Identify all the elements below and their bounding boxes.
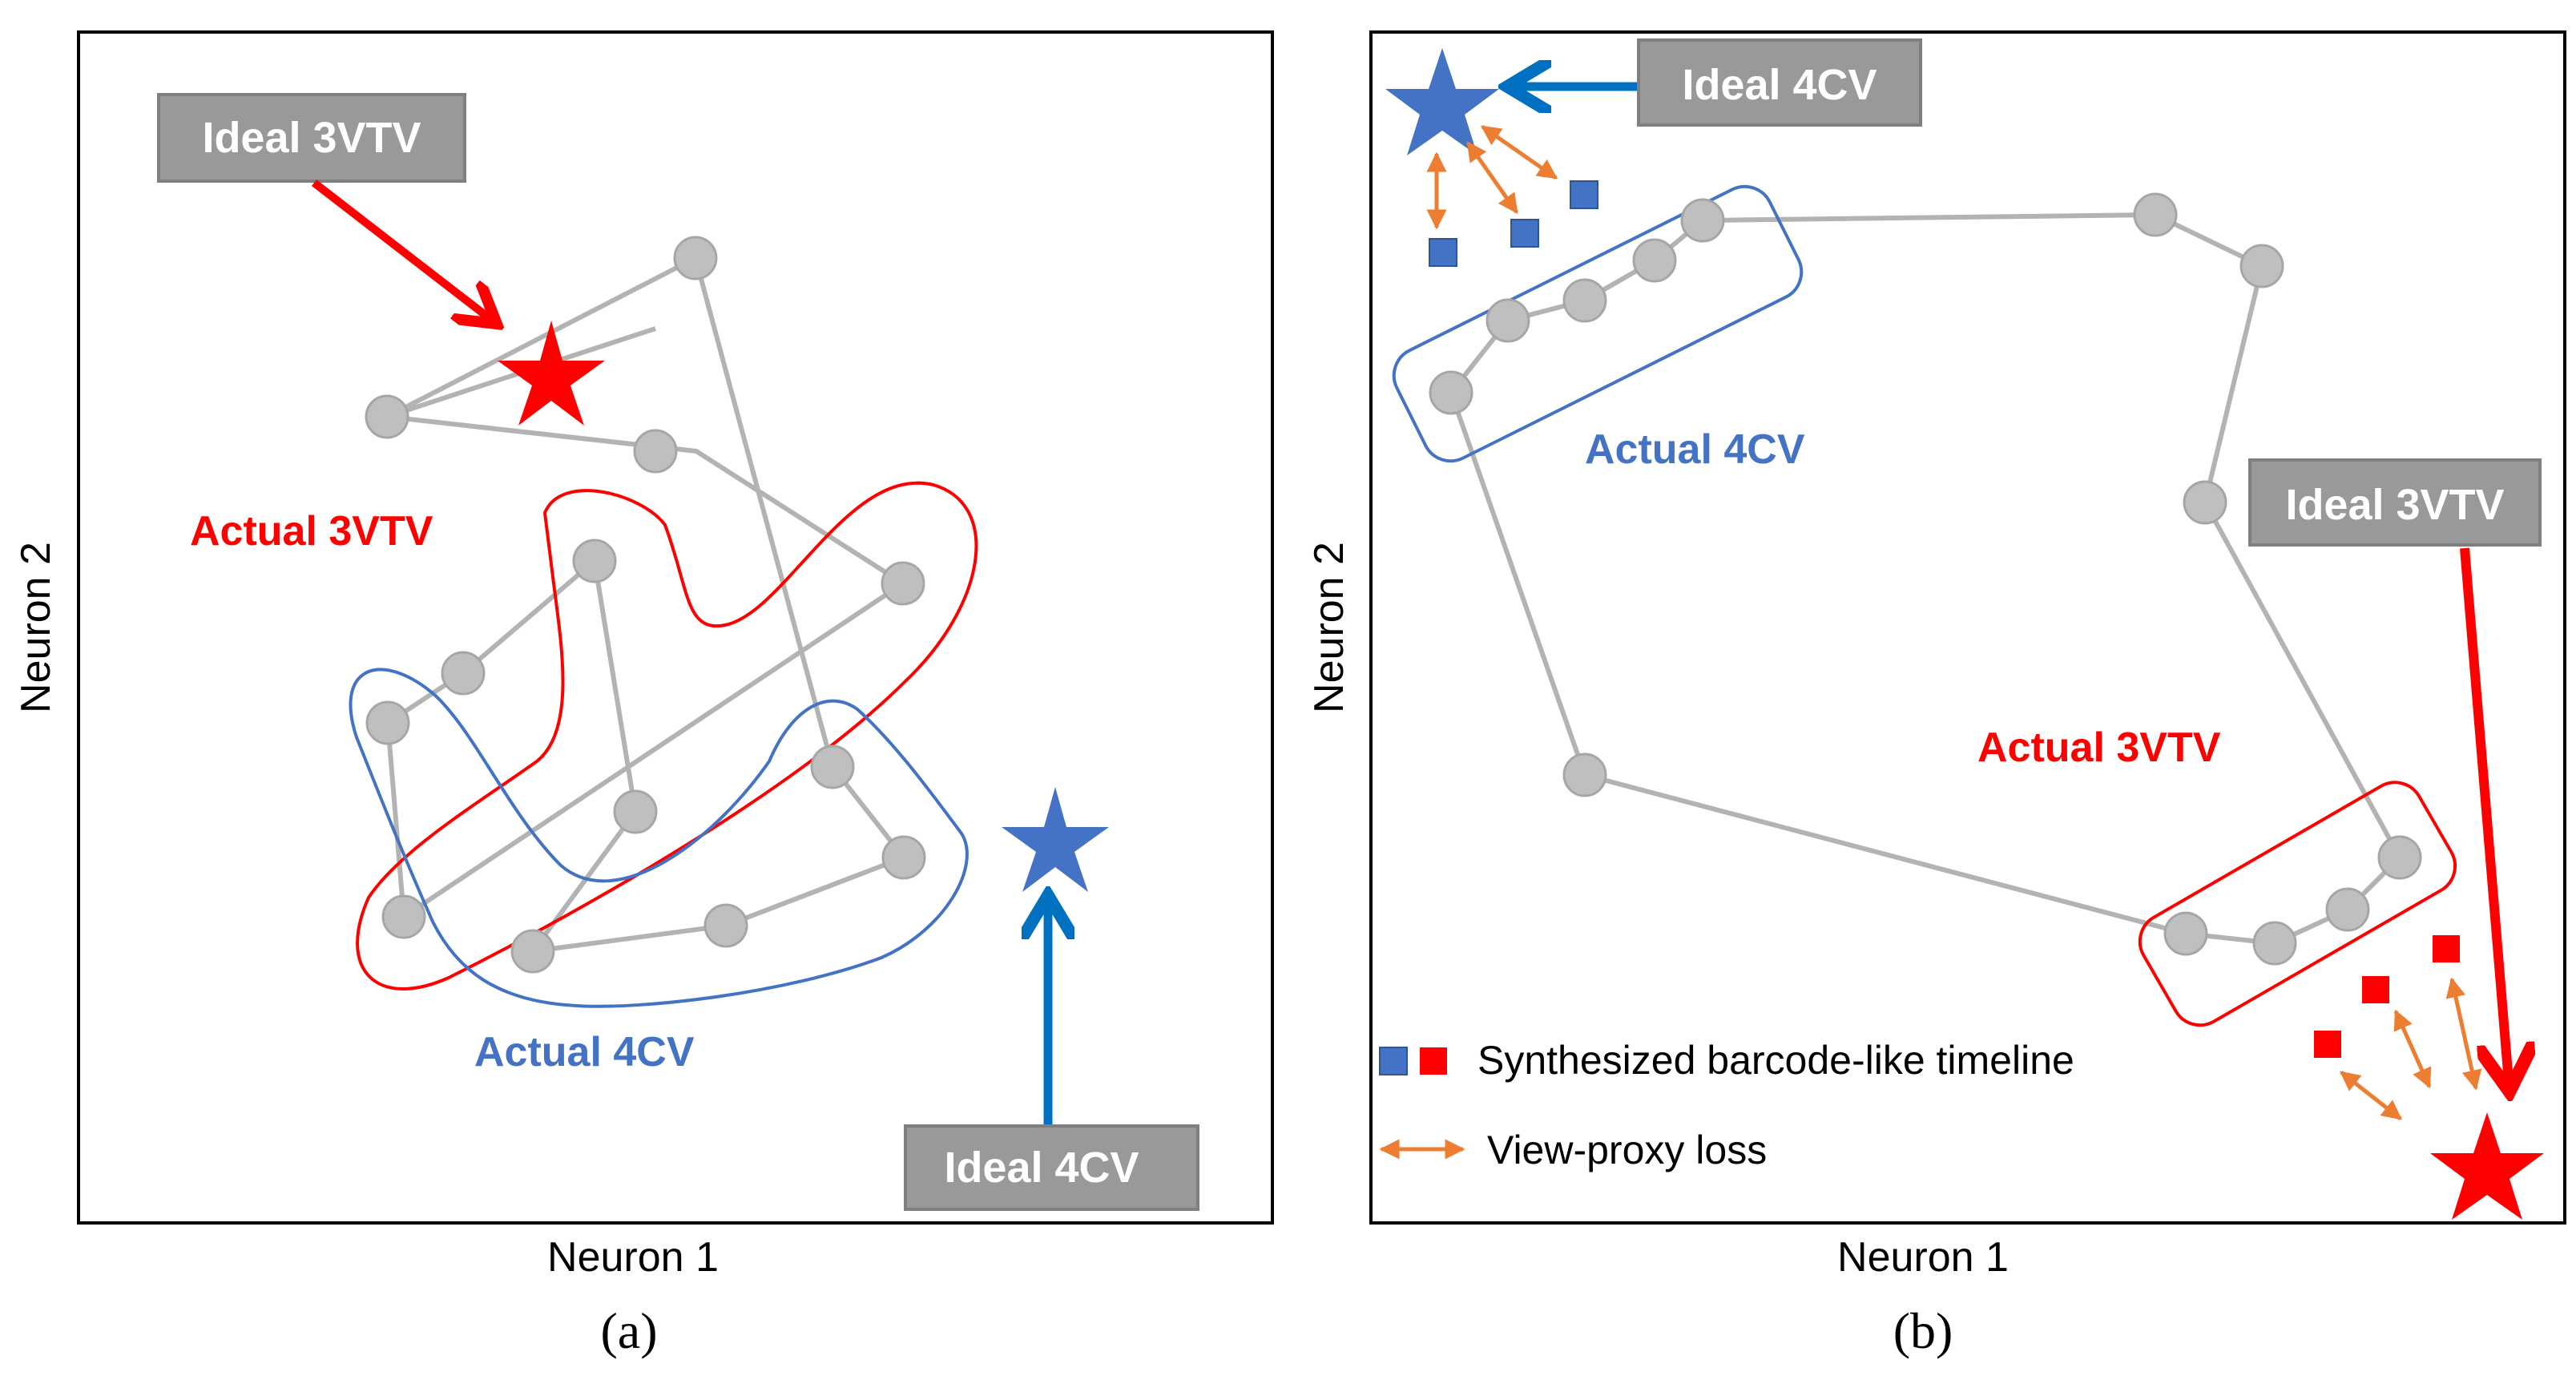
panel-a-trajectory bbox=[385, 256, 906, 954]
actual-4cv-label: Actual 4CV bbox=[474, 1029, 695, 1075]
trajectory-node bbox=[1562, 278, 1607, 323]
trajectory-node bbox=[1680, 198, 1725, 243]
trajectory-node bbox=[365, 700, 410, 745]
trajectory-node bbox=[2163, 911, 2208, 956]
ideal-3vtv-label: Ideal 3VTV bbox=[202, 114, 421, 162]
panel-a-ylabel: Neuron 2 bbox=[13, 542, 59, 713]
trajectory-node bbox=[881, 561, 925, 606]
trajectory-node bbox=[881, 835, 926, 880]
view-proxy-loss-arrow bbox=[2445, 977, 2482, 1091]
actual-4cv-box-outline bbox=[1392, 184, 1804, 463]
ideal-4cv-label: Ideal 4CV bbox=[944, 1144, 1139, 1192]
legend-loss-label: View-proxy loss bbox=[1487, 1128, 1767, 1172]
view-proxy-loss-arrow bbox=[2393, 1009, 2432, 1089]
panel-a-xlabel: Neuron 1 bbox=[547, 1234, 719, 1281]
trajectory-node bbox=[381, 894, 426, 939]
trajectory-node bbox=[810, 744, 855, 789]
legend-blue-square bbox=[1379, 1047, 1408, 1075]
trajectory-node bbox=[2377, 835, 2422, 880]
view-proxy-loss-arrow bbox=[1480, 124, 1558, 180]
actual-4cv-label: Actual 4CV bbox=[1585, 426, 1805, 473]
trajectory-node bbox=[1429, 370, 1473, 415]
synthesized-timeline-square bbox=[2433, 935, 2460, 962]
panel-a-frame bbox=[77, 30, 1274, 1225]
ideal-4cv-box bbox=[1637, 38, 1922, 127]
panel-b-trajectory bbox=[1449, 212, 2402, 946]
actual-4cv-contour bbox=[349, 668, 969, 1008]
panel-a: Ideal 3VTV Actual 3VTV Actual 4CV Ideal … bbox=[13, 30, 1274, 1359]
view-proxy-loss-arrow bbox=[2340, 1071, 2402, 1120]
legend: Synthesized barcode-like timeline View-p… bbox=[1379, 1038, 2074, 1172]
ideal-3vtv-star bbox=[2430, 1112, 2544, 1220]
ideal-4cv-star bbox=[1385, 48, 1499, 155]
ideal-3vtv-box bbox=[2248, 458, 2542, 547]
trajectory-node bbox=[2252, 921, 2297, 966]
trajectory-node bbox=[2183, 480, 2227, 525]
panel-b-xlabel: Neuron 1 bbox=[1837, 1234, 2009, 1281]
actual-3vtv-label: Actual 3VTV bbox=[1977, 724, 2221, 771]
trajectory-node bbox=[2239, 244, 2284, 289]
panel-b-caption: (b) bbox=[1893, 1302, 1953, 1359]
ideal-4cv-label: Ideal 4CV bbox=[1682, 61, 1877, 109]
trajectory-node bbox=[572, 539, 617, 583]
synthesized-timeline-square bbox=[1570, 180, 1598, 209]
actual-3vtv-box-outline bbox=[2138, 781, 2457, 1027]
actual-3vtv-label: Actual 3VTV bbox=[190, 508, 433, 555]
synthesized-timeline-square bbox=[2362, 976, 2389, 1003]
trajectory-node bbox=[613, 789, 658, 834]
ideal-3vtv-arrow bbox=[2460, 547, 2509, 1082]
ideal-3vtv-label: Ideal 3VTV bbox=[2285, 481, 2504, 529]
synthesized-timeline-square bbox=[2314, 1031, 2341, 1058]
trajectory-node bbox=[510, 929, 555, 974]
panel-b: Ideal 4CV Actual 4CV Actual 3VTV Ideal 3… bbox=[1306, 30, 2566, 1359]
panel-b-ylabel: Neuron 2 bbox=[1306, 542, 1353, 713]
trajectory-node bbox=[1562, 753, 1607, 797]
trajectory-node bbox=[441, 651, 486, 696]
trajectory-node bbox=[1486, 298, 1530, 343]
panel-b-nodes bbox=[1429, 192, 2422, 966]
trajectory-node bbox=[673, 236, 718, 280]
actual-3vtv-contour bbox=[356, 481, 978, 991]
ideal-4cv-box bbox=[904, 1124, 1199, 1211]
panel-b-frame bbox=[1369, 30, 2566, 1225]
synthesized-timeline-square bbox=[1510, 219, 1539, 248]
panel-a-nodes bbox=[365, 236, 926, 974]
ideal-3vtv-arrow bbox=[311, 180, 490, 319]
ideal-3vtv-star bbox=[498, 321, 605, 426]
ideal-4cv-star bbox=[1002, 787, 1109, 892]
panel-a-caption: (a) bbox=[600, 1302, 657, 1359]
legend-synthesized-label: Synthesized barcode-like timeline bbox=[1477, 1038, 2074, 1083]
trajectory-node bbox=[633, 429, 678, 474]
trajectory-node bbox=[2325, 887, 2370, 932]
trajectory-node bbox=[1632, 238, 1677, 283]
trajectory-node bbox=[2133, 192, 2178, 237]
legend-red-square bbox=[1420, 1047, 1447, 1075]
trajectory-node bbox=[365, 394, 409, 439]
ideal-3vtv-box bbox=[157, 93, 466, 183]
synthesized-timeline-square bbox=[1429, 238, 1457, 267]
view-proxy-loss-arrow bbox=[1465, 140, 1519, 215]
trajectory-node bbox=[703, 903, 748, 948]
